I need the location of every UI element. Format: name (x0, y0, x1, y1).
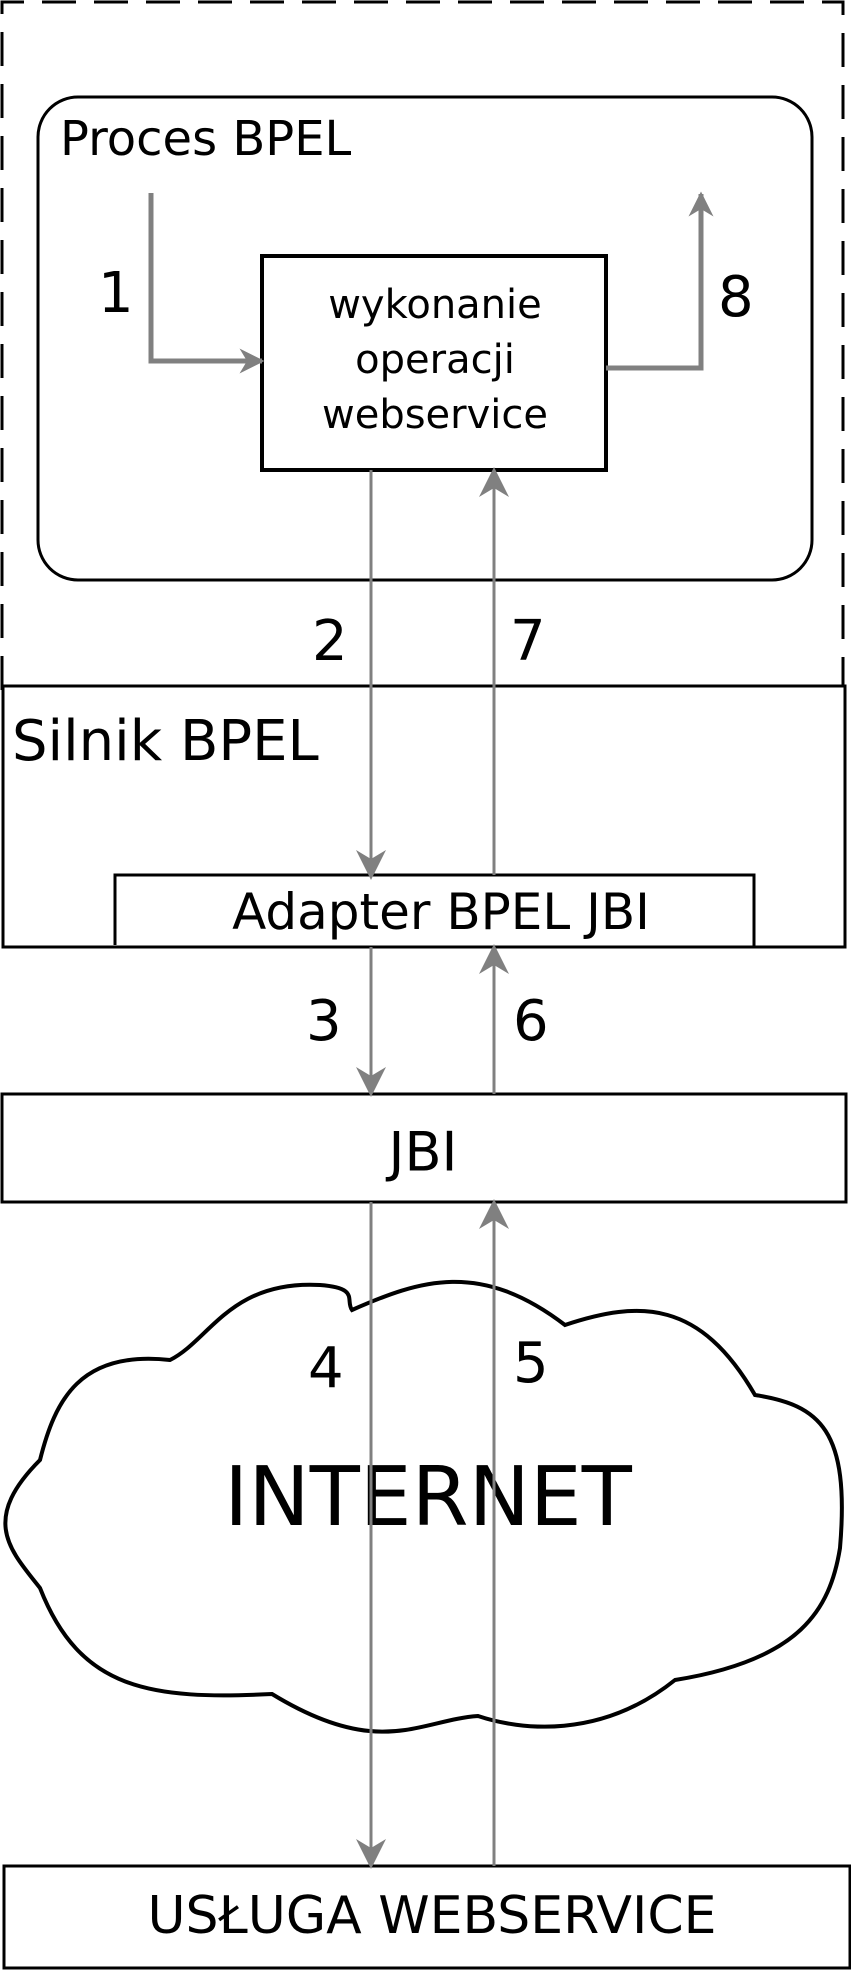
step-8-label: 8 (718, 265, 754, 330)
adapter-box (113, 873, 756, 947)
adapter-label: Adapter BPEL JBI (232, 883, 650, 941)
engine-box (1, 684, 847, 949)
operation-label-line3: webservice (322, 392, 548, 438)
step-6-label: 6 (513, 989, 549, 1054)
step-3-label: 3 (306, 989, 342, 1054)
step-1-label: 1 (98, 261, 134, 326)
jbi-box (0, 1092, 848, 1204)
internet-label: INTERNET (224, 1450, 633, 1545)
step-7-label: 7 (510, 609, 546, 674)
step-8-arrow (606, 191, 714, 371)
jbi-label: JBI (386, 1121, 458, 1184)
service-label: USŁUGA WEBSERVICE (147, 1886, 716, 1946)
operation-label-line2: operacji (355, 337, 515, 383)
step-1-arrow (148, 193, 265, 374)
step-4-label: 4 (308, 1336, 344, 1401)
step-5-label: 5 (513, 1331, 549, 1396)
process-bpel-box (36, 95, 814, 582)
operation-label-line1: wykonanie (328, 282, 542, 328)
step-2-label: 2 (312, 609, 348, 674)
internet-cloud (3, 1279, 844, 1734)
engine-title: Silnik BPEL (12, 709, 319, 774)
service-box (2, 1864, 851, 1970)
process-bpel-title: Proces BPEL (60, 111, 352, 167)
outer-dashed-boundary (0, 0, 845, 690)
